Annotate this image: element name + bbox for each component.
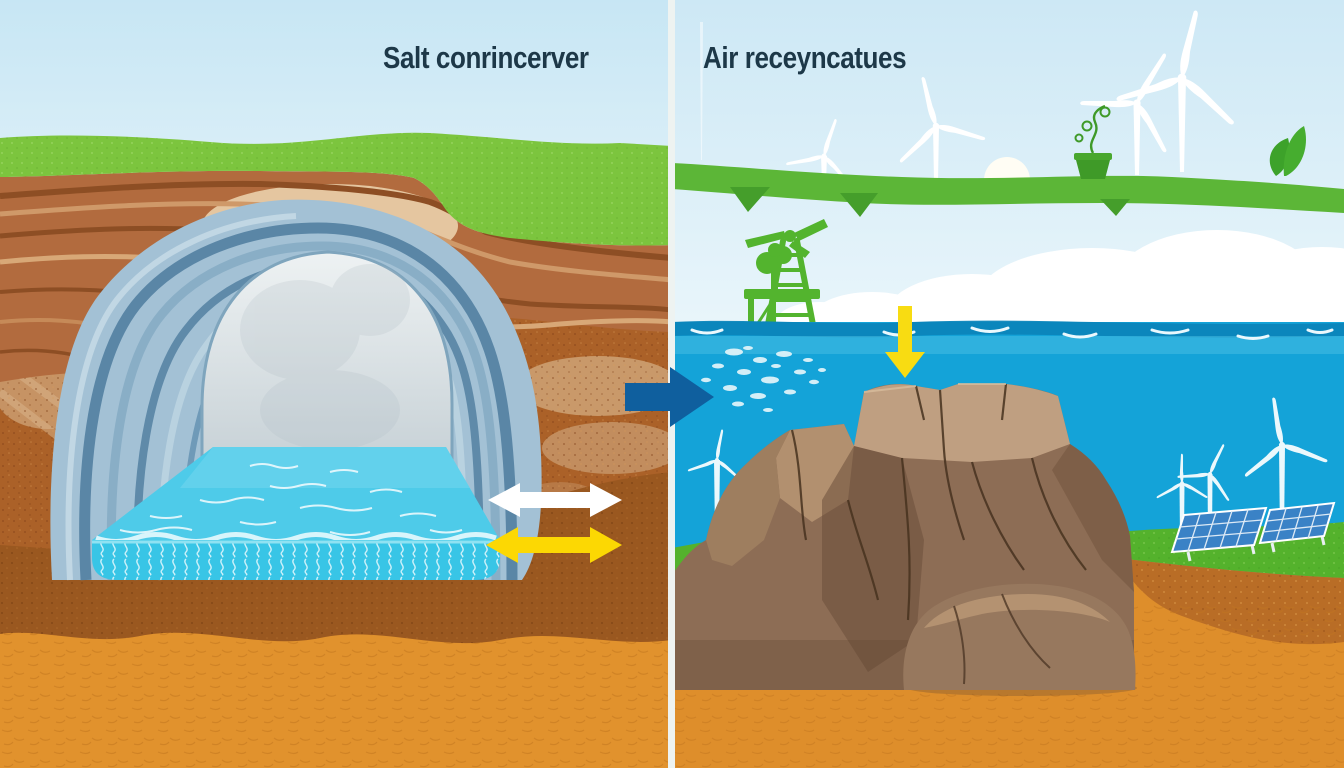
rock-cracks	[790, 383, 1087, 621]
grass-layer	[0, 132, 672, 246]
pool-ripples	[119, 463, 463, 536]
wind-turbine-icon	[879, 65, 988, 181]
solar-panel-legs	[1186, 535, 1326, 562]
boulder	[903, 583, 1136, 690]
rock-highlights	[863, 383, 1006, 393]
wind-turbine-icon	[700, 22, 703, 160]
solar-farm	[1170, 501, 1336, 562]
drilling-derrick-icon	[744, 219, 828, 335]
solar-panel-icon	[1170, 506, 1268, 554]
left-panel-illustration	[0, 0, 672, 768]
yellow-down-arrow-icon	[885, 306, 925, 378]
rock-formation	[672, 383, 1137, 696]
cavern-interior-texture	[240, 264, 410, 450]
wind-turbine-icon	[1113, 0, 1258, 172]
green-ribbon	[672, 163, 1344, 217]
wind-turbine-icon	[1077, 28, 1210, 175]
leaf-sprout-icon	[1269, 126, 1306, 176]
left-panel-title: Salt conrincerver	[383, 40, 589, 75]
white-double-arrow-icon	[488, 483, 622, 517]
right-panel-title: Air receyncatues	[703, 40, 907, 75]
right-panel-illustration	[672, 0, 1344, 768]
brine-pool	[92, 447, 500, 580]
fish-school-icon	[701, 346, 826, 412]
blue-right-arrow-icon	[625, 367, 714, 427]
potted-plant-icon	[1074, 104, 1112, 179]
wind-farm	[700, 0, 1258, 188]
solar-panel-icon	[1258, 501, 1336, 545]
yellow-double-arrow-icon	[486, 527, 622, 563]
